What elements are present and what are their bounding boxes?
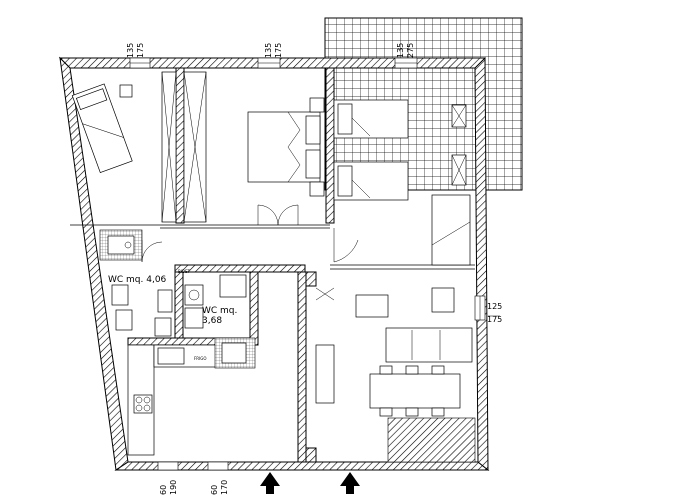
- dim-top-3b: 275: [406, 43, 415, 58]
- wc1-label: WC mq. 4,06: [108, 275, 167, 285]
- twin-beds: [333, 99, 409, 201]
- dimensions: 135 175 135 175 135 275 125 175 60 190 6…: [126, 43, 502, 495]
- wc-2: WC mq. 3,68 BIDET: [154, 269, 247, 337]
- interior-walls: [70, 67, 476, 463]
- kitchen: FRIGO: [127, 337, 256, 456]
- dim-right-b: 175: [487, 315, 502, 324]
- dim-bottom-1: 190: [169, 480, 178, 495]
- dim-top-2a: 135: [264, 43, 273, 58]
- dim-bottom-3: 170: [220, 480, 229, 495]
- shaft-icon: [451, 104, 467, 186]
- dim-top-3a: 135: [396, 43, 405, 58]
- door-arc: [141, 228, 359, 263]
- bidet-label: BIDET: [178, 269, 191, 274]
- wc2-label-line1: WC mq.: [202, 306, 237, 316]
- dim-top-1b: 175: [136, 43, 145, 58]
- dim-top-2b: 175: [274, 43, 283, 58]
- windows: [129, 57, 486, 471]
- wc2-label-line2: 3,68: [202, 316, 222, 326]
- entrance-arrow-icon: [260, 472, 360, 494]
- dim-bottom-2: 60: [210, 485, 219, 495]
- dim-bottom-0: 60: [159, 485, 168, 495]
- dim-top-1a: 135: [126, 43, 135, 58]
- frigo-label: FRIGO: [194, 356, 207, 361]
- sofa-bed: [431, 194, 471, 266]
- single-bed: [71, 83, 133, 174]
- wardrobe: [161, 71, 207, 223]
- dim-right-a: 125: [487, 302, 502, 311]
- living-room: [315, 287, 473, 417]
- double-bed: [247, 97, 325, 197]
- wc-1: WC mq. 4,06: [99, 229, 167, 331]
- double-door: [257, 204, 299, 226]
